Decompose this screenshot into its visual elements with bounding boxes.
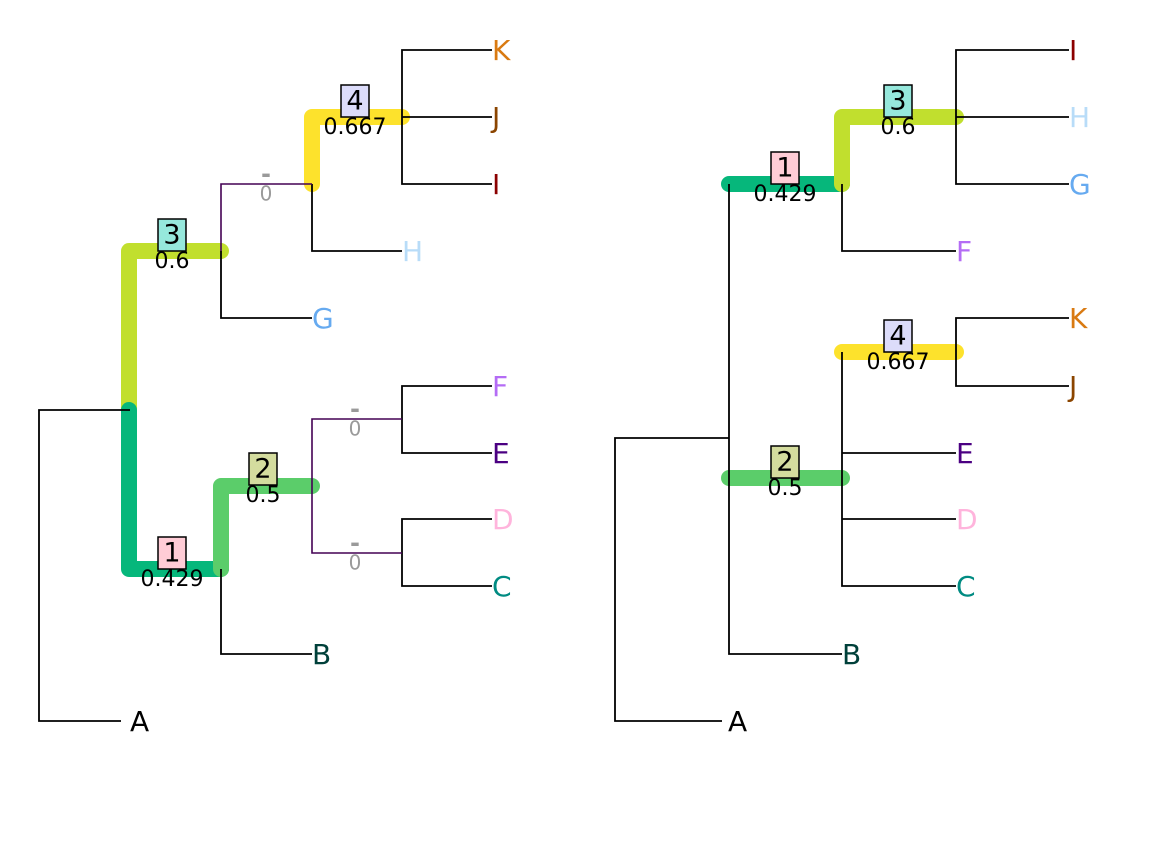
edge-to-I	[955, 49, 1069, 117]
split-branch-2	[213, 478, 320, 577]
tip-label-A: A	[728, 705, 747, 738]
edge-to-J	[955, 352, 1069, 387]
tip-label-I: I	[492, 168, 500, 201]
split-id-box-4	[340, 84, 370, 118]
tip-label-H: H	[1069, 101, 1090, 134]
tip-label-F: F	[492, 370, 508, 403]
split-branch-1	[121, 402, 229, 577]
right-tree: I H G F K J ED C B A 10.429 20.5 30.6 40.667	[614, 34, 1091, 738]
split-id-3: 3	[163, 220, 180, 251]
split-id-box-4	[883, 319, 913, 353]
split-id-box-1	[770, 151, 800, 185]
split-id-1: 1	[776, 153, 793, 184]
tip-label-F: F	[956, 235, 972, 268]
split-id-4: 4	[346, 86, 363, 117]
tip-label-I: I	[1069, 34, 1077, 67]
tip-label-G: G	[312, 302, 334, 335]
tip-label-K: K	[1069, 302, 1088, 335]
tip-label-H: H	[402, 235, 423, 268]
tip-label-E: E	[956, 437, 974, 470]
edge-to-B	[220, 569, 312, 655]
edge-to-D	[401, 518, 492, 553]
edge-to-B	[728, 184, 842, 655]
edge-to-F	[841, 184, 956, 252]
split-support-2: 0.5	[246, 483, 281, 508]
split-branch-3	[834, 109, 964, 192]
unsupported-value-3: 0	[349, 551, 362, 575]
edge-to-K	[955, 317, 1069, 352]
unsupported-dash-3: -	[350, 529, 360, 557]
unsupported-value-1: 0	[260, 182, 273, 206]
unsupported-dash-1: -	[261, 160, 271, 188]
edge-to-K	[401, 49, 492, 117]
split-branch-3	[121, 243, 229, 418]
tip-label-G: G	[1069, 168, 1091, 201]
tip-label-B: B	[842, 638, 861, 671]
unsupported-dash-2: -	[350, 395, 360, 423]
edge-root	[38, 409, 130, 722]
tip-label-B: B	[312, 638, 331, 671]
edge-to-G	[220, 251, 312, 319]
tip-label-J: J	[1067, 370, 1077, 403]
split-support-1: 0.429	[141, 567, 204, 592]
tip-label-E: E	[492, 437, 510, 470]
tip-label-D: D	[956, 503, 978, 536]
tip-label-D: D	[492, 503, 514, 536]
edge-node2-stem	[841, 352, 956, 587]
edge-unsupported-2	[311, 418, 402, 486]
edge-to-G	[955, 117, 1069, 185]
edge-to-E	[401, 419, 492, 454]
edge-unsupported-3	[311, 486, 402, 554]
split-support-4: 0.667	[324, 115, 387, 140]
split-id-box-3	[883, 84, 913, 118]
split-id-box-3	[157, 218, 187, 252]
split-id-box-1	[157, 536, 187, 570]
split-id-2: 2	[254, 454, 271, 485]
split-id-2: 2	[776, 447, 793, 478]
edge-to-C	[401, 553, 492, 587]
tip-label-C: C	[492, 570, 512, 603]
split-id-box-2	[770, 445, 800, 479]
split-branch-4	[304, 109, 410, 192]
split-support-4: 0.667	[867, 350, 930, 375]
split-support-2: 0.5	[768, 476, 803, 501]
split-id-4: 4	[889, 321, 906, 352]
edge-to-F	[401, 385, 492, 419]
edge-to-H	[311, 184, 402, 252]
split-id-3: 3	[889, 86, 906, 117]
split-support-1: 0.429	[754, 182, 817, 207]
split-id-box-2	[248, 452, 278, 486]
edge-root	[614, 437, 729, 722]
tip-label-J: J	[490, 101, 500, 134]
unsupported-value-2: 0	[349, 417, 362, 441]
edge-to-I	[401, 117, 492, 185]
tip-label-A: A	[130, 705, 149, 738]
tip-label-K: K	[492, 34, 511, 67]
split-support-3: 0.6	[881, 115, 916, 140]
tip-label-C: C	[956, 570, 976, 603]
split-support-3: 0.6	[155, 249, 190, 274]
edge-unsupported-1	[220, 183, 312, 251]
split-id-1: 1	[163, 538, 180, 569]
